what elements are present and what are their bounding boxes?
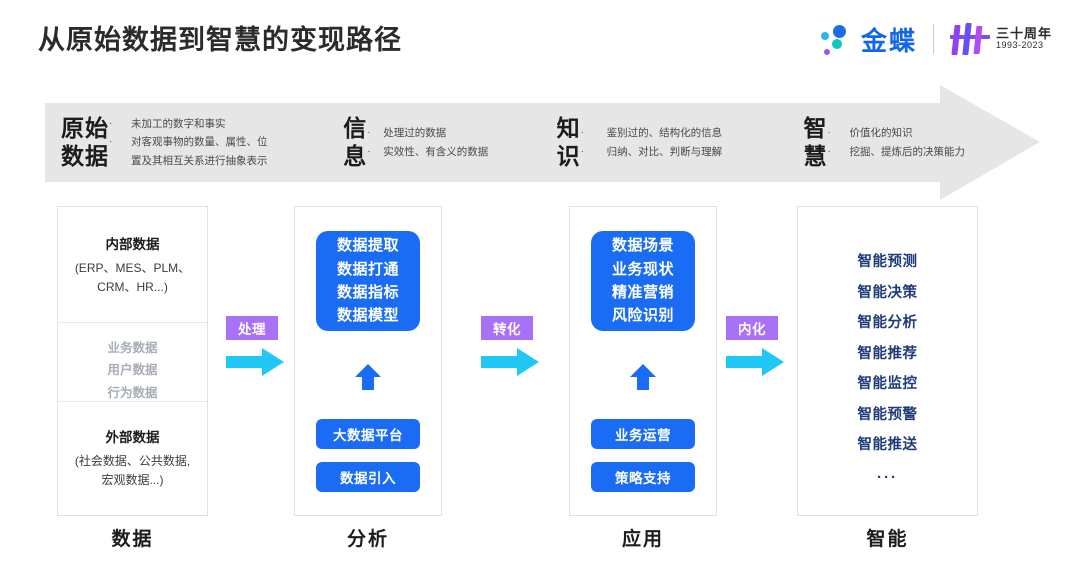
intelligence-item: 智能预测 (857, 254, 918, 270)
intelligence-item: 智能分析 (857, 315, 918, 331)
banner-bullet-text: 价值化的知识 (849, 127, 913, 140)
right-arrow-icon (226, 347, 286, 377)
banner-stage-information: 信 息 · 处理过的数据 · 实效性、有含义的数据 (333, 103, 548, 182)
analysis-pill-platform: 大数据平台 (316, 419, 420, 449)
bullet-dot-icon: · (827, 145, 831, 157)
bullet-dot-icon: · (109, 118, 113, 130)
application-pill-strategy: 策略支持 (591, 462, 695, 492)
application-pill-operations: 业务运营 (591, 419, 695, 449)
analysis-main-box: 数据提取 数据打通 数据指标 数据模型 (316, 231, 420, 331)
banner-stage-raw-data: 原始 数据 · 未加工的数字和事实 · 对客观事物的数量、属性、位 置及其相互关… (45, 103, 333, 182)
intelligence-ellipsis: ··· (877, 468, 898, 486)
right-arrow-icon (481, 347, 541, 377)
connector-processing: 处理 (226, 316, 296, 377)
banner-bullet: · 挖掘、提炼后的决策能力 (827, 143, 965, 161)
banner-bullet-text: 处理过的数据 (383, 127, 447, 140)
bullet-dot-icon: · (367, 127, 371, 139)
banner-bullet: · 未加工的数字和事实 (109, 115, 268, 133)
data-types-section: 业务数据 用户数据 行为数据 (58, 323, 207, 402)
card-intelligence: 智能预测 智能决策 智能分析 智能推荐 智能监控 智能预警 智能推送 ··· (797, 206, 978, 516)
banner-stage-knowledge: 知 识 · 鉴别过的、结构化的信息 · 归纳、对比、判断与理解 (549, 103, 796, 182)
application-main-box: 数据场景 业务现状 精准营销 风险识别 (591, 231, 695, 331)
card-analysis: 数据提取 数据打通 数据指标 数据模型 大数据平台 数据引入 (294, 206, 442, 516)
kingdee-dots-icon (819, 23, 851, 55)
page-title: 从原始数据到智慧的变现路径 (38, 25, 402, 55)
data-type-line: 行为数据 (107, 385, 158, 400)
intelligence-item: 智能决策 (857, 284, 918, 301)
anniversary-years: 1993-2023 (995, 40, 1044, 51)
card-application: 数据场景 业务现状 精准营销 风险识别 业务运营 策略支持 (569, 206, 717, 516)
banner-arrow-shape (45, 85, 1040, 200)
banner-stage-title: 智 慧 (803, 115, 828, 169)
intelligence-item: 智能预警 (857, 406, 918, 423)
up-arrow-icon (628, 362, 658, 392)
internal-data-title: 内部数据 (105, 237, 160, 252)
card-data: 内部数据 (ERP、MES、PLM、 CRM、HR...) 业务数据 用户数据 … (57, 206, 208, 516)
banner-stage-wisdom: 智 慧 · 价值化的知识 · 挖掘、提炼后的决策能力 (795, 103, 985, 182)
analysis-pill-ingestion: 数据引入 (316, 462, 420, 492)
footer-label-intelligence: 智能 (866, 529, 909, 550)
footer-label-data: 数据 (111, 529, 154, 550)
connector-label: 内化 (726, 316, 778, 340)
anniversary-mark-icon (949, 22, 990, 56)
data-type-line: 用户数据 (107, 363, 158, 378)
footer-label-application: 应用 (621, 529, 664, 550)
banner-bullet: · 实效性、有含义的数据 (367, 143, 488, 161)
dikw-banner: 原始 数据 · 未加工的数字和事实 · 对客观事物的数量、属性、位 置及其相互关… (45, 85, 1040, 200)
external-data-title: 外部数据 (105, 430, 160, 445)
external-data-section: 外部数据 (社会数据、公共数据, 宏观数据...) (58, 402, 207, 515)
anniversary-title: 三十周年 (995, 26, 1052, 42)
intelligence-item: 智能推荐 (857, 345, 918, 362)
analysis-main-text: 数据提取 数据打通 数据指标 数据模型 (336, 237, 399, 325)
external-data-subtitle: (社会数据、公共数据, 宏观数据...) (74, 454, 191, 488)
bullet-dot-icon: · (580, 145, 584, 157)
brand-logo: 金蝶 三十周年 1993-2023 (819, 18, 1052, 60)
footer-label-analysis: 分析 (346, 529, 389, 550)
application-main-text: 数据场景 业务现状 精准营销 风险识别 (611, 237, 674, 325)
bullet-dot-icon: · (827, 127, 831, 139)
connector-internalization: 内化 (726, 316, 796, 377)
right-arrow-icon (726, 347, 786, 377)
banner-bullet-text: 实效性、有含义的数据 (383, 145, 489, 158)
bullet-dot-icon: · (109, 136, 113, 148)
internal-data-section: 内部数据 (ERP、MES、PLM、 CRM、HR...) (58, 207, 207, 323)
brand-divider (932, 24, 934, 54)
banner-bullet: · 处理过的数据 (367, 124, 488, 142)
banner-bullet-text: 鉴别过的、结构化的信息 (606, 127, 723, 140)
connector-label: 转化 (481, 316, 533, 340)
banner-stage-title: 信 息 (343, 115, 368, 169)
banner-bullet: · 归纳、对比、判断与理解 (581, 143, 723, 161)
intelligence-list: 智能预测 智能决策 智能分析 智能推荐 智能监控 智能预警 智能推送 ··· (798, 207, 977, 486)
banner-bullet: · 鉴别过的、结构化的信息 (581, 124, 723, 142)
bullet-dot-icon: · (367, 145, 371, 157)
banner-bullet-text: 归纳、对比、判断与理解 (606, 145, 723, 158)
banner-stage-title: 知 识 (556, 115, 581, 169)
banner-bullet: · 对客观事物的数量、属性、位 置及其相互关系进行抽象表示 (109, 133, 268, 169)
brand-name: 金蝶 (860, 25, 917, 56)
data-type-line: 业务数据 (107, 341, 158, 355)
banner-stage-title: 原始 数据 (61, 115, 109, 169)
internal-data-subtitle: (ERP、MES、PLM、 CRM、HR...) (74, 261, 191, 295)
anniversary-badge: 三十周年 1993-2023 (949, 22, 1052, 56)
connector-transformation: 转化 (481, 316, 551, 377)
banner-bullet-text: 未加工的数字和事实 (131, 118, 226, 131)
bullet-dot-icon: · (580, 127, 584, 139)
banner-bullet-text: 对客观事物的数量、属性、位 置及其相互关系进行抽象表示 (131, 136, 268, 167)
connector-label: 处理 (226, 316, 278, 340)
banner-bullet-text: 挖掘、提炼后的决策能力 (849, 145, 965, 158)
intelligence-item: 智能推送 (857, 437, 918, 453)
intelligence-item: 智能监控 (857, 376, 918, 392)
up-arrow-icon (353, 362, 383, 392)
banner-bullet: · 价值化的知识 (827, 124, 965, 142)
